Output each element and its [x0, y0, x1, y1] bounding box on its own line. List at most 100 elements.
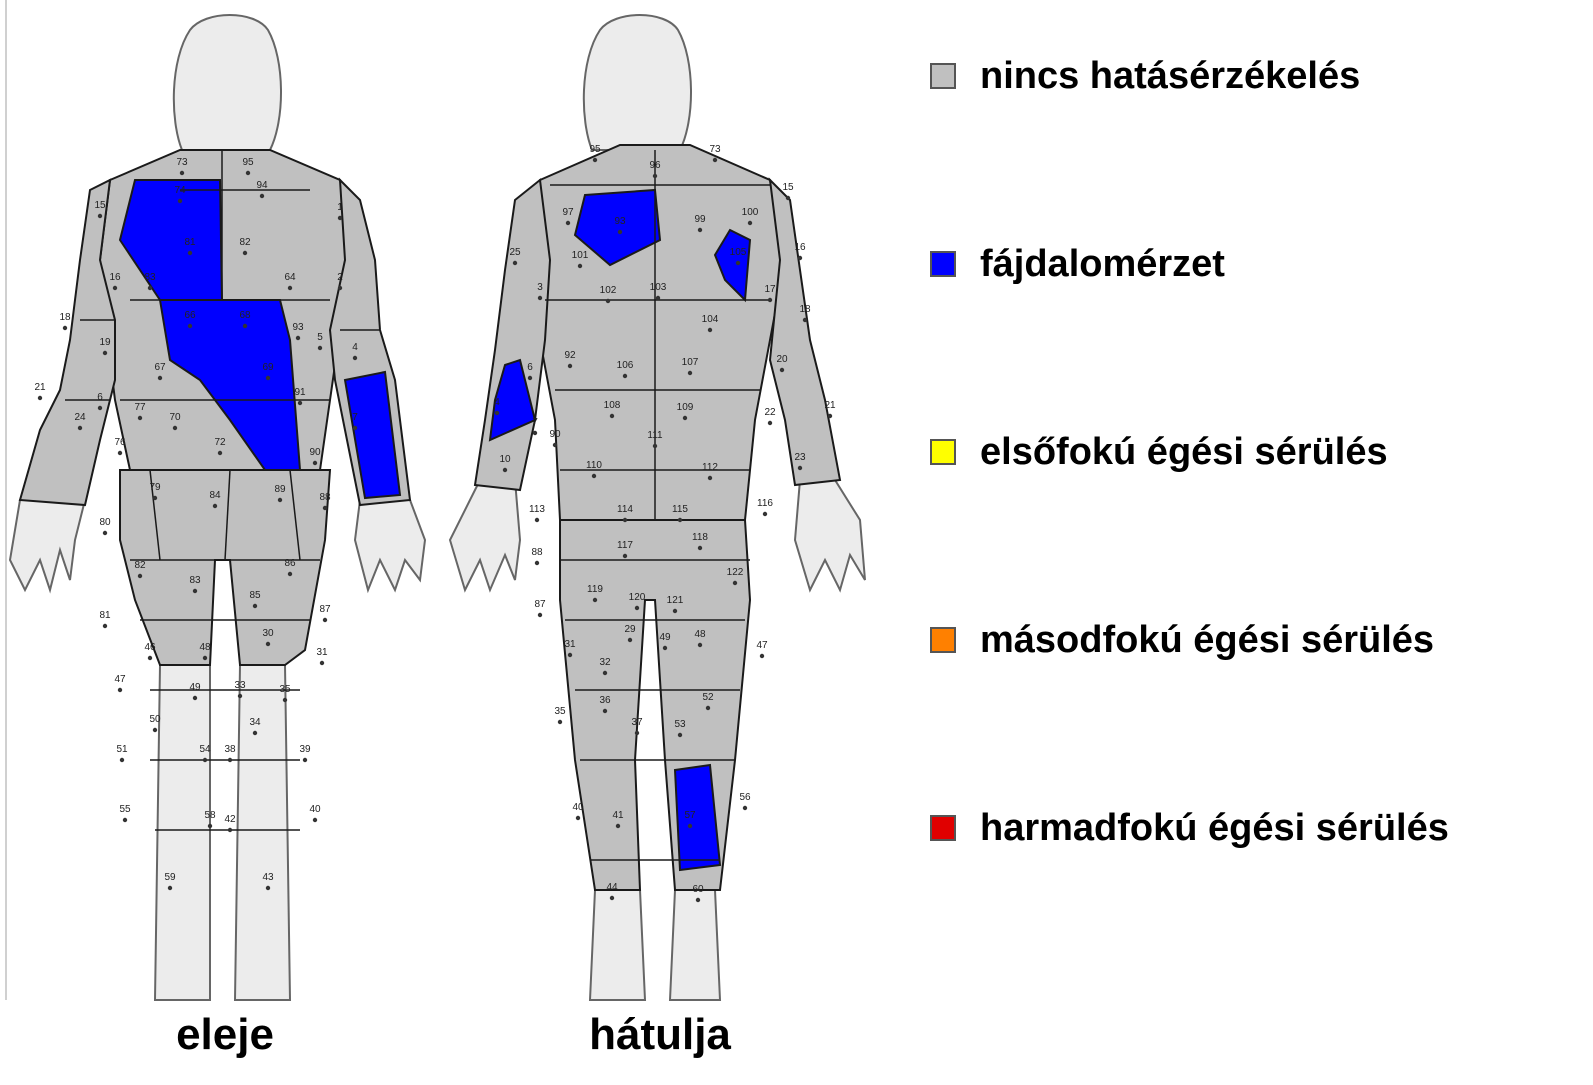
- region-dot: [98, 406, 102, 410]
- region-dot: [568, 364, 572, 368]
- region-number-label: 83: [189, 575, 201, 586]
- legend-swatch-gray: [930, 63, 956, 89]
- region-dot: [313, 818, 317, 822]
- region-number-label: 19: [99, 337, 111, 348]
- region-number-label: 105: [730, 247, 747, 258]
- region-dot: [203, 758, 207, 762]
- region-dot: [353, 426, 357, 430]
- region-number-label: 7: [352, 412, 358, 423]
- region-number-label: 85: [249, 590, 261, 601]
- region-dot: [713, 158, 717, 162]
- region-number-label: 4: [352, 342, 358, 353]
- region-number-label: 97: [562, 207, 574, 218]
- region-dot: [568, 653, 572, 657]
- region-dot: [266, 886, 270, 890]
- region-number-label: 88: [319, 492, 331, 503]
- caption-front: eleje: [75, 1010, 375, 1060]
- region-number-label: 50: [149, 714, 161, 725]
- region-number-label: 99: [694, 214, 706, 225]
- region-number-label: 73: [176, 157, 188, 168]
- region-dot: [228, 758, 232, 762]
- region-dot: [246, 171, 250, 175]
- region-number-label: 49: [659, 632, 671, 643]
- region-number-label: 33: [234, 680, 246, 691]
- region-dot: [780, 368, 784, 372]
- region-dot: [743, 806, 747, 810]
- region-dot: [678, 733, 682, 737]
- region-number-label: 117: [617, 540, 633, 551]
- region-dot: [656, 296, 660, 300]
- region-number-label: 121: [667, 595, 684, 606]
- region-dot: [296, 336, 300, 340]
- region-dot: [288, 286, 292, 290]
- region-dot: [533, 431, 537, 435]
- region-dot: [698, 228, 702, 232]
- region-number-label: 92: [564, 350, 576, 361]
- region-number-label: 82: [134, 560, 146, 571]
- region-number-label: 49: [189, 682, 201, 693]
- region-dot: [798, 256, 802, 260]
- back-left-foot: [670, 890, 720, 1000]
- region-number-label: 81: [184, 237, 196, 248]
- region-number-label: 52: [702, 692, 714, 703]
- region-number-label: 22: [764, 407, 776, 418]
- region-number-label: 111: [647, 430, 663, 441]
- region-number-label: 36: [599, 695, 611, 706]
- region-dot: [786, 196, 790, 200]
- front-head: [174, 15, 281, 150]
- region-number-label: 101: [572, 250, 589, 261]
- region-dot: [653, 444, 657, 448]
- region-dot: [592, 474, 596, 478]
- region-dot: [768, 421, 772, 425]
- region-dot: [578, 264, 582, 268]
- region-dot: [148, 286, 152, 290]
- region-dot: [708, 328, 712, 332]
- region-dot: [203, 656, 207, 660]
- region-dot: [38, 396, 42, 400]
- region-number-label: 51: [116, 744, 128, 755]
- legend-swatch-red: [930, 815, 956, 841]
- region-number-label: 17: [764, 284, 776, 295]
- region-dot: [253, 731, 257, 735]
- region-number-label: 34: [249, 717, 261, 728]
- region-dot: [338, 286, 342, 290]
- region-number-label: 95: [242, 157, 254, 168]
- front-left-hand: [355, 500, 425, 590]
- legend-label: fájdalomérzet: [980, 243, 1225, 286]
- region-number-label: 55: [119, 804, 131, 815]
- region-number-label: 35: [554, 706, 566, 717]
- region-number-label: 107: [682, 357, 699, 368]
- region-dot: [338, 216, 342, 220]
- legend-item-none: nincs hatásérzékelés: [930, 52, 1580, 100]
- region-number-label: 29: [624, 624, 636, 635]
- region-number-label: 82: [239, 237, 251, 248]
- front-body-figure: [10, 15, 425, 1000]
- region-dot: [103, 531, 107, 535]
- region-number-label: 102: [600, 285, 617, 296]
- region-number-label: 23: [794, 452, 806, 463]
- region-number-label: 106: [617, 360, 634, 371]
- region-dot: [188, 251, 192, 255]
- region-dot: [736, 261, 740, 265]
- region-number-label: 41: [612, 810, 624, 821]
- region-number-label: 70: [169, 412, 181, 423]
- region-number-label: 81: [99, 610, 111, 621]
- region-number-label: 114: [617, 504, 633, 515]
- region-number-label: 1: [337, 202, 343, 213]
- region-number-label: 67: [154, 362, 166, 373]
- region-dot: [253, 604, 257, 608]
- region-number-label: 56: [739, 792, 751, 803]
- region-dot: [323, 618, 327, 622]
- region-number-label: 88: [531, 547, 543, 558]
- back-head: [584, 15, 691, 150]
- region-dot: [153, 728, 157, 732]
- region-number-label: 15: [94, 200, 106, 211]
- region-number-label: 91: [294, 387, 306, 398]
- legend-item-first-degree: elsőfokú égési sérülés: [930, 428, 1580, 476]
- region-dot: [528, 376, 532, 380]
- caption-back: hátulja: [510, 1010, 810, 1060]
- region-dot: [698, 643, 702, 647]
- region-dot: [138, 574, 142, 578]
- back-right-arm: [475, 180, 550, 490]
- region-dot: [323, 506, 327, 510]
